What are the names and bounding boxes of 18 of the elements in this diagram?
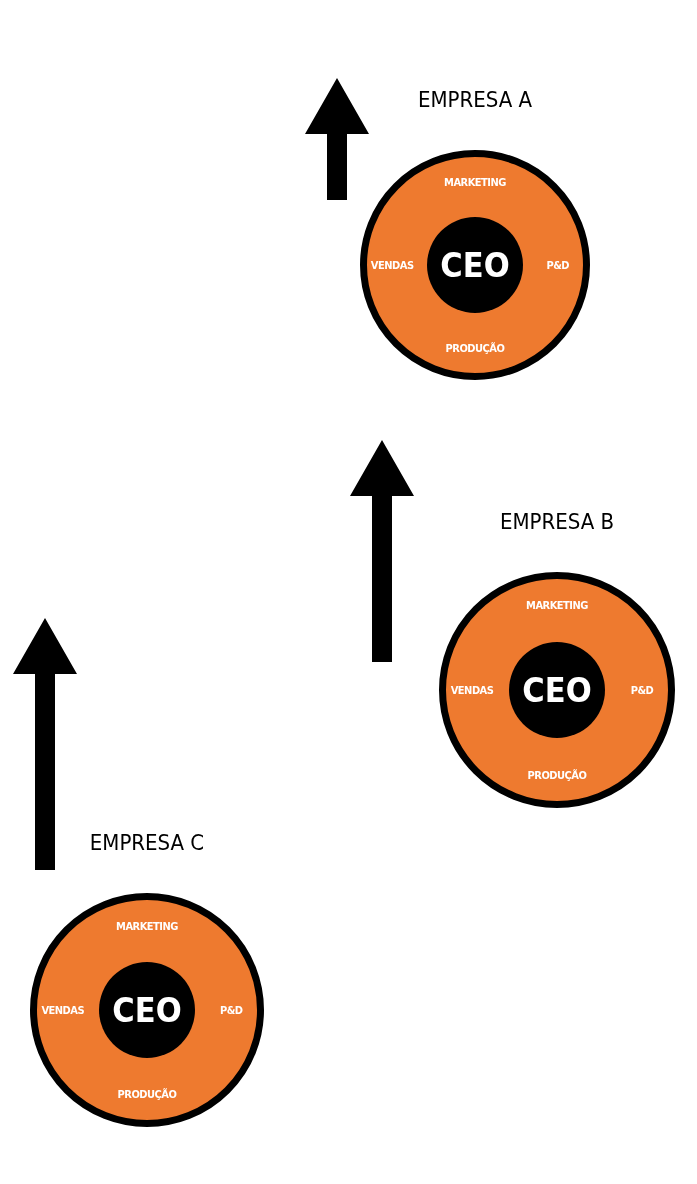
company-heading: EMPRESA B	[498, 510, 616, 534]
department-label: MARKETING	[444, 175, 506, 189]
company-heading: EMPRESA C	[88, 831, 206, 855]
department-label: PRODUÇÃO	[445, 341, 505, 355]
department-label: VENDAS	[41, 1003, 85, 1017]
department-label: VENDAS	[450, 683, 494, 697]
ceo-label: CEO	[440, 245, 510, 285]
department-label: PRODUÇÃO	[117, 1087, 177, 1101]
ceo-label: CEO	[112, 990, 182, 1030]
department-label: P&D	[219, 1003, 243, 1017]
department-label: MARKETING	[526, 598, 588, 612]
ceo-label: CEO	[522, 670, 592, 710]
company-heading: EMPRESA A	[416, 88, 534, 112]
department-label: P&D	[546, 258, 570, 272]
department-label: P&D	[630, 683, 654, 697]
department-label: PRODUÇÃO	[527, 768, 587, 782]
department-label: VENDAS	[370, 258, 414, 272]
department-label: MARKETING	[116, 919, 178, 933]
